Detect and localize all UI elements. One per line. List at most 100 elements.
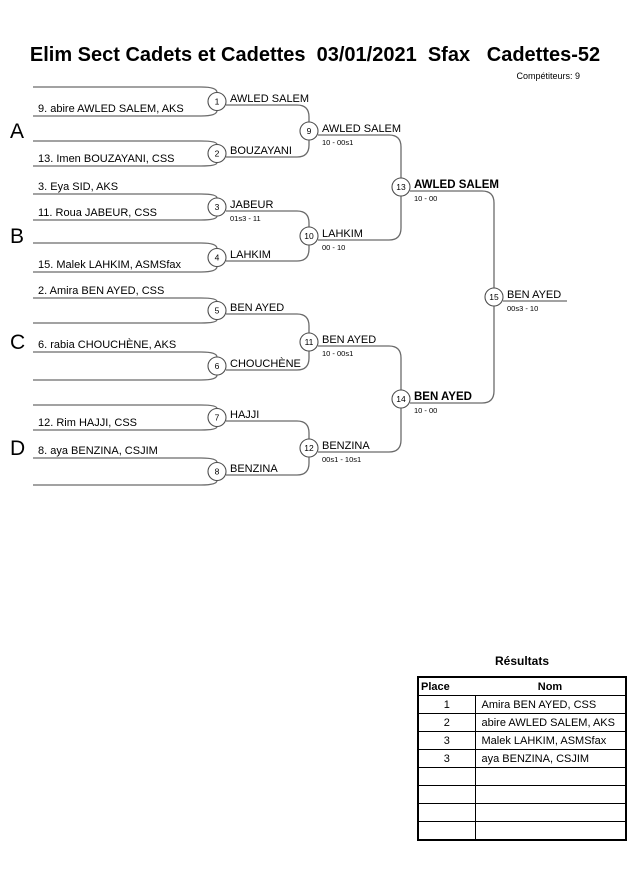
match-14-number: 14 (396, 394, 406, 404)
match-3-number: 3 (215, 202, 220, 212)
match-8-circle: 8 (207, 461, 227, 482)
competitors-count: Compétiteurs: 9 (516, 71, 580, 81)
match-10-score: 00 - 10 (322, 243, 345, 252)
group-label-d: D (10, 437, 25, 460)
match-5-circle: 5 (207, 300, 227, 321)
results-header-row: Place Nom (418, 677, 626, 696)
result-nom (474, 821, 626, 841)
round1-advancement-lines (226, 104, 310, 476)
results-header-nom: Nom (475, 677, 626, 696)
entrant-ben-ayed: 2. Amira BEN AYED, CSS (38, 285, 164, 297)
semifinal-advancement-lines (410, 190, 495, 404)
results-row-empty (418, 803, 626, 822)
entrant-lahkim: 15. Malek LAHKIM, ASMSfax (38, 259, 182, 271)
match-9-score: 10 - 00s1 (322, 138, 353, 147)
group-label-c: C (10, 331, 25, 354)
match-1-circle: 1 (207, 91, 227, 112)
result-place (418, 821, 475, 841)
entrant-bouzayani: 13. Imen BOUZAYANI, CSS (38, 153, 175, 165)
page-title: Elim Sect Cadets et Cadettes 03/01/2021 … (29, 44, 601, 66)
result-place: 1 (418, 695, 475, 714)
match-6-winner: CHOUCHÈNE (230, 357, 301, 370)
match-9-number: 9 (307, 126, 312, 136)
results-row: 3 aya BENZINA, CSJIM (418, 749, 626, 768)
match-13-winner: AWLED SALEM (414, 179, 499, 191)
match-6-circle: 6 (207, 356, 227, 376)
group-label-a: A (10, 120, 24, 143)
match-11-number: 11 (305, 337, 314, 347)
match-3-winner: JABEUR (230, 199, 273, 211)
entrant-sid: 3. Eya SID, AKS (38, 181, 118, 193)
match-13-circle: 13 (391, 177, 411, 197)
match-14-score: 10 - 00 (414, 406, 437, 415)
match-12-circle: 12 (299, 438, 319, 458)
match-15-winner: BEN AYED (507, 289, 561, 301)
bracket-diagram: A B C D 9. abire AWLED SALEM, AKS 13. Im… (10, 86, 567, 486)
result-place: 2 (418, 713, 475, 732)
results-row-empty (418, 821, 626, 841)
match-3-circle: 3 (207, 197, 227, 217)
entrant-awled-salem: 9. abire AWLED SALEM, AKS (38, 103, 184, 115)
match-11-score: 10 - 00s1 (322, 349, 353, 358)
match-10-number: 10 (304, 231, 314, 241)
match-4-winner: LAHKIM (230, 249, 271, 261)
results-row-empty (418, 767, 626, 786)
results-title: Résultats (494, 654, 550, 668)
match-2-circle: 2 (207, 143, 227, 164)
result-nom: aya BENZINA, CSJIM (474, 749, 626, 768)
match-15-score: 00s3 - 10 (507, 304, 538, 313)
result-nom (474, 785, 626, 804)
entrant-hajji: 12. Rim HAJJI, CSS (38, 417, 137, 429)
result-nom: abire AWLED SALEM, AKS (474, 713, 626, 732)
results-header-place: Place (418, 677, 475, 696)
match-4-circle: 4 (207, 247, 227, 268)
result-place: 3 (418, 731, 475, 750)
match-9-winner: AWLED SALEM (322, 123, 401, 135)
match-7-winner: HAJJI (230, 409, 259, 421)
match-10-circle: 10 (299, 226, 319, 246)
match-14-circle: 14 (391, 389, 411, 409)
match-7-circle: 7 (207, 407, 227, 428)
result-nom (474, 767, 626, 786)
result-nom: Amira BEN AYED, CSS (474, 695, 626, 714)
round2-advancement-lines (318, 134, 402, 453)
result-nom: Malek LAHKIM, ASMSfax (474, 731, 626, 750)
entrant-jabeur: 11. Roua JABEUR, CSS (38, 207, 157, 219)
results-row: 2 abire AWLED SALEM, AKS (418, 713, 626, 732)
match-7-number: 7 (215, 413, 220, 423)
match-15-number: 15 (489, 292, 499, 302)
match-5-winner: BEN AYED (230, 302, 284, 314)
entrant-chouchene: 6. rabia CHOUCHÈNE, AKS (38, 338, 176, 351)
match-11-winner: BEN AYED (322, 334, 376, 346)
match-11-circle: 11 (299, 332, 319, 352)
results-row: 3 Malek LAHKIM, ASMSfax (418, 731, 626, 750)
match-12-score: 00s1 - 10s1 (322, 455, 361, 464)
results-row: 1 Amira BEN AYED, CSS (418, 695, 626, 714)
results-table: Place Nom 1 Amira BEN AYED, CSS 2 abire … (417, 676, 627, 841)
match-12-winner: BENZINA (322, 440, 370, 452)
match-6-number: 6 (215, 361, 220, 371)
match-1-winner: AWLED SALEM (230, 93, 309, 105)
results-row-empty (418, 785, 626, 804)
match-4-number: 4 (215, 253, 220, 263)
match-3-score: 01s3 - 11 (230, 214, 261, 223)
result-place (418, 785, 475, 804)
match-1-number: 1 (215, 97, 220, 107)
result-place (418, 767, 475, 786)
match-12-number: 12 (304, 443, 314, 453)
match-9-circle: 9 (299, 121, 319, 141)
match-8-number: 8 (215, 467, 220, 477)
result-place (418, 803, 475, 822)
match-13-score: 10 - 00 (414, 194, 437, 203)
match-8-winner: BENZINA (230, 463, 278, 475)
entrant-benzina: 8. aya BENZINA, CSJIM (38, 445, 158, 457)
result-place: 3 (418, 749, 475, 768)
match-13-number: 13 (396, 182, 406, 192)
group-label-b: B (10, 225, 24, 248)
round1-entrant-lines (33, 86, 218, 486)
match-5-number: 5 (215, 306, 220, 316)
match-10-winner: LAHKIM (322, 228, 363, 240)
match-2-number: 2 (215, 149, 220, 159)
match-14-winner: BEN AYED (414, 391, 472, 403)
